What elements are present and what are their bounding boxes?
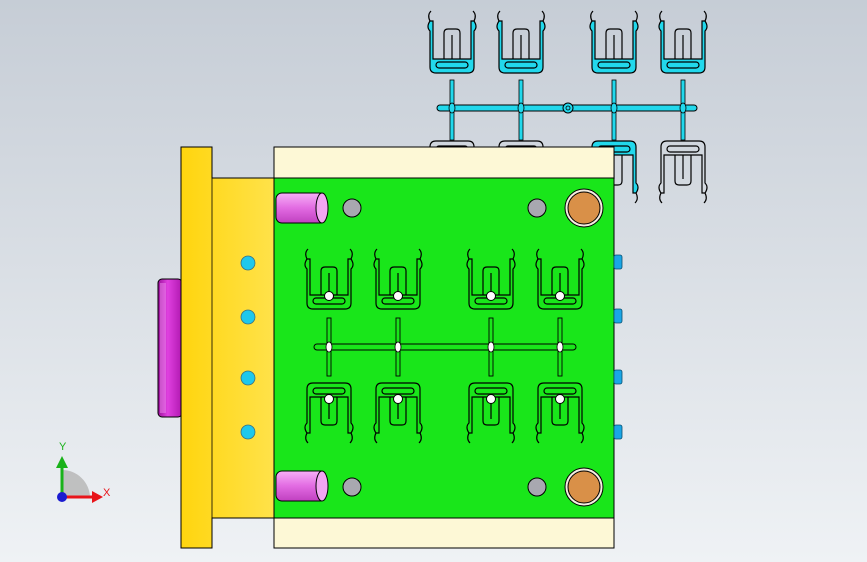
triad-x-label: X <box>103 487 111 499</box>
cooling-hole <box>240 255 256 271</box>
ejector-pin-bottom-right <box>527 477 547 497</box>
ejector-point <box>393 291 403 301</box>
water-fitting <box>613 254 623 270</box>
ejector-pin-top-right <box>527 198 547 218</box>
locating-ring[interactable] <box>157 278 183 418</box>
ejector-pin-bottom-left <box>342 477 362 497</box>
copper-guide-pin-top[interactable] <box>564 188 604 228</box>
sprue-hole <box>565 105 571 111</box>
ejector-point <box>324 291 334 301</box>
ejector-point <box>555 291 565 301</box>
ejector-point <box>486 394 496 404</box>
cooling-hole <box>240 424 256 440</box>
water-fitting <box>613 308 623 324</box>
coordinate-triad <box>56 456 103 503</box>
ejector-pin-top-left <box>342 198 362 218</box>
clip-part <box>373 248 423 310</box>
ejector-point <box>393 394 403 404</box>
runner-node <box>556 341 564 353</box>
gate-node <box>610 102 618 114</box>
gate-node <box>517 102 525 114</box>
triad-y-label: Y <box>59 441 67 453</box>
clip-part <box>373 382 423 444</box>
cooling-hole <box>240 370 256 386</box>
cooling-hole <box>240 309 256 325</box>
guide-bushing-top[interactable] <box>275 192 329 224</box>
water-fittings <box>613 254 623 440</box>
water-fitting <box>613 369 623 385</box>
clip-part <box>427 10 477 74</box>
sprue <box>562 102 574 114</box>
ejected-parts-assembly[interactable] <box>427 10 708 204</box>
water-fitting <box>613 424 623 440</box>
runner-node <box>487 341 495 353</box>
ejector-point <box>555 394 565 404</box>
clip-part <box>658 140 708 204</box>
copper-guide-pin-bottom[interactable] <box>564 467 604 507</box>
cavity-layout[interactable] <box>304 248 585 444</box>
gate-node <box>448 102 456 114</box>
plate-runner <box>313 343 577 351</box>
runner-node <box>325 341 333 353</box>
guide-bushing-bottom[interactable] <box>275 470 329 502</box>
clamp-plate[interactable] <box>180 146 275 549</box>
clip-part <box>589 10 639 74</box>
ejector-point <box>324 394 334 404</box>
cooling-holes <box>240 255 256 440</box>
ejector-point <box>486 291 496 301</box>
gate-node <box>679 102 687 114</box>
runner-node <box>394 341 402 353</box>
clip-part <box>658 10 708 74</box>
clip-part <box>496 10 546 74</box>
